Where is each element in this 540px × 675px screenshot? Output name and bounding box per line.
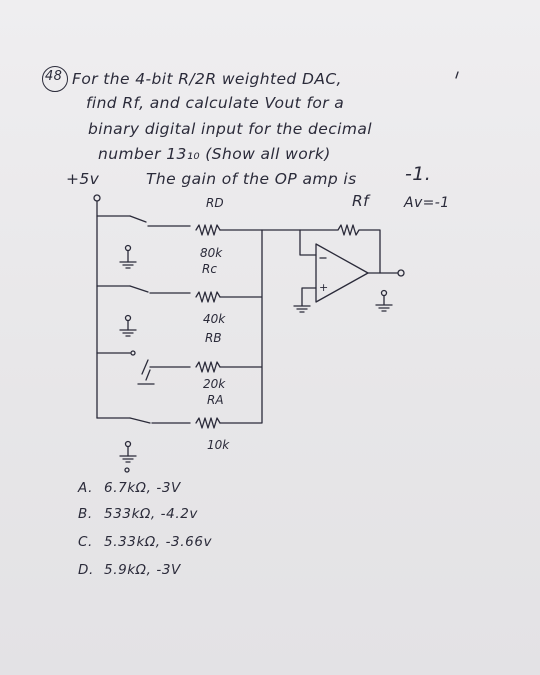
feedback-resistor xyxy=(299,224,381,274)
pencil-mark xyxy=(455,71,459,79)
output-terminal xyxy=(397,269,405,277)
question-line-3: binary digital input for the decimal xyxy=(88,120,372,138)
answer-d-text: 5.9kΩ, -3V xyxy=(104,562,181,578)
rf-label: Rf xyxy=(352,192,370,210)
question-line-2: find Rf, and calculate Vout for a xyxy=(86,94,345,112)
question-number: 48 xyxy=(45,69,63,84)
right-bus-wire xyxy=(219,229,263,424)
inverting-input-wire xyxy=(261,229,317,256)
noninverting-ground xyxy=(293,287,317,313)
ground-row-3 xyxy=(137,359,155,385)
resistor-c-name: Rc xyxy=(202,262,217,276)
switch-c xyxy=(96,285,191,294)
gain-value: -1. xyxy=(405,163,432,185)
output-ground-terminal xyxy=(380,289,388,297)
resistor-d-icon xyxy=(195,224,221,236)
ground-row-2 xyxy=(119,314,137,337)
ground-row-1 xyxy=(119,244,137,269)
answer-b-letter: B. xyxy=(78,506,93,522)
resistor-b-icon xyxy=(195,361,221,373)
resistor-d-name: RD xyxy=(206,196,224,210)
question-line-1: For the 4-bit R/2R weighted DAC, xyxy=(72,70,342,88)
answer-c-text: 5.33kΩ, -3.66v xyxy=(104,534,213,550)
answer-c-letter: C. xyxy=(78,534,93,550)
switch-a xyxy=(96,417,191,424)
question-number-circle xyxy=(42,66,68,92)
resistor-a-value: 20k xyxy=(203,377,226,391)
switch-d xyxy=(96,215,191,227)
answer-d-letter: D. xyxy=(78,562,94,578)
output-ground xyxy=(375,295,393,312)
resistor-b-name: RB xyxy=(205,331,222,345)
answer-b-text: 533kΩ, -4.2v xyxy=(104,506,199,522)
resistor-a-icon xyxy=(195,417,221,429)
av-label: Av=-1 xyxy=(404,195,450,211)
resistor-10k-value: 10k xyxy=(207,438,230,452)
gain-text: The gain of the OP amp is xyxy=(146,170,357,188)
answer-a-text: 6.7kΩ, -3V xyxy=(104,480,181,496)
answer-a-letter: A. xyxy=(78,480,93,496)
ground-row-4 xyxy=(119,440,137,463)
ground-bottom xyxy=(124,467,130,473)
supply-terminal xyxy=(93,194,101,202)
opamp-triangle xyxy=(315,243,369,303)
resistor-c-value: 80k xyxy=(200,246,223,260)
question-line-4: number 13₁₀ (Show all work) xyxy=(98,145,331,163)
switch-b xyxy=(96,350,191,368)
resistor-a-name: RA xyxy=(207,393,224,407)
supply-label: +5v xyxy=(66,170,100,188)
resistor-c-icon xyxy=(195,291,221,303)
opamp-plus-label: + xyxy=(319,281,329,294)
resistor-b-value: 40k xyxy=(203,312,226,326)
